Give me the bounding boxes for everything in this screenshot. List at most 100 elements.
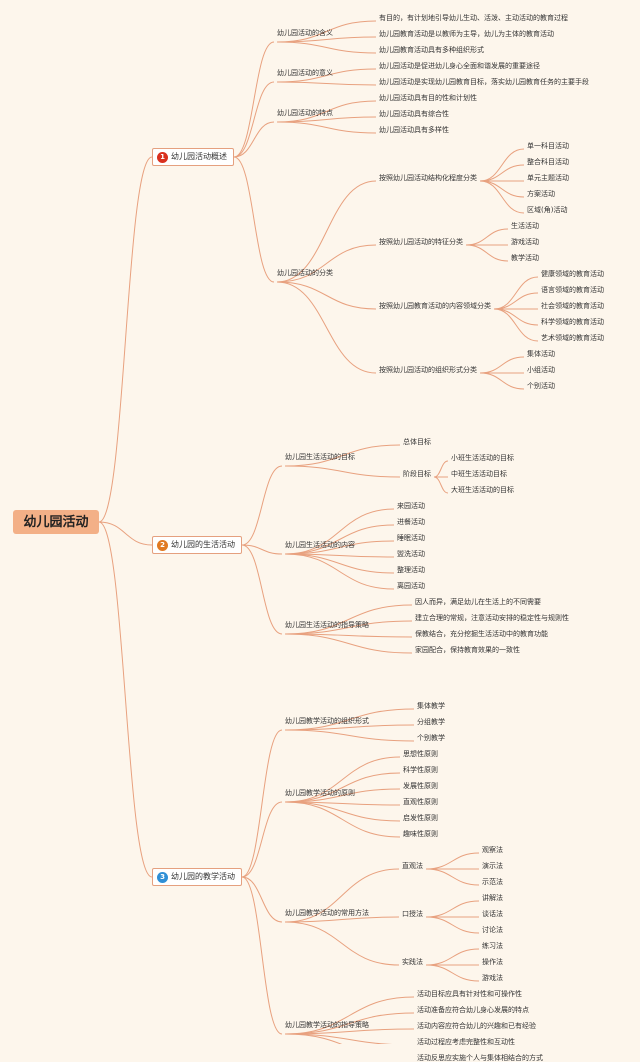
connector [276,20,377,43]
root-node[interactable]: 幼儿园活动 [13,510,99,534]
subtopic-node[interactable]: 幼儿园教学活动的指导策略 [285,1021,369,1029]
leaf-node[interactable]: 发展性原则 [403,782,438,790]
topic-node[interactable]: 按照幼儿园活动结构化程度分类 [379,174,477,182]
leaf-node[interactable]: 教学活动 [511,254,539,262]
connector [284,633,413,654]
leaf-node[interactable]: 离园活动 [397,582,425,590]
leaf-node[interactable]: 总体目标 [403,438,431,446]
leaf-node[interactable]: 观察法 [482,846,503,854]
connector [493,276,539,310]
leaf-node[interactable]: 集体活动 [527,350,555,358]
leaf-node[interactable]: 幼儿园活动具有多样性 [379,126,449,134]
leaf-node[interactable]: 分组教学 [417,718,445,726]
subtopic-node[interactable]: 幼儿园教学活动的原则 [285,789,355,797]
leaf-node[interactable]: 建立合理的常规，注意活动安排的稳定性与规则性 [415,614,569,622]
subtopic-node[interactable]: 幼儿园活动的特点 [277,109,333,117]
subtopic-node[interactable]: 幼儿园生活活动的内容 [285,541,355,549]
subtopic-node[interactable]: 幼儿园教学活动的常用方法 [285,909,369,917]
subtopic-node[interactable]: 幼儿园生活活动的指导策略 [285,621,369,629]
leaf-node[interactable]: 趣味性原则 [403,830,438,838]
leaf-node[interactable]: 幼儿园教育活动是以教师为主导，幼儿为主体的教育活动 [379,30,554,38]
leaf-node[interactable]: 科学性原则 [403,766,438,774]
leaf-node[interactable]: 幼儿园活动是实现幼儿园教育目标，落实幼儿园教育任务的主要手段 [379,78,589,86]
leaf-node[interactable]: 活动目标应具有针对性和可操作性 [417,990,522,998]
leaf-node[interactable]: 谈话法 [482,910,503,918]
leaf-node[interactable]: 启发性原则 [403,814,438,822]
leaf-node[interactable]: 幼儿园活动具有目的性和计划性 [379,94,477,102]
connector [241,544,283,555]
leaf-node[interactable]: 练习法 [482,942,503,950]
topic-node[interactable]: 按照幼儿园教育活动的内容领域分类 [379,302,491,310]
topic-node[interactable]: 按照幼儿园活动的特征分类 [379,238,463,246]
leaf-node[interactable]: 直观性原则 [403,798,438,806]
topic-node[interactable]: 实践法 [402,958,423,966]
leaf-node[interactable]: 家园配合，保持教育效果的一致性 [415,646,520,654]
leaf-node[interactable]: 操作法 [482,958,503,966]
leaf-node[interactable]: 示范法 [482,878,503,886]
leaf-node[interactable]: 生活活动 [511,222,539,230]
subtopic-node[interactable]: 幼儿园生活活动的目标 [285,453,355,461]
leaf-node[interactable]: 睡眠活动 [397,534,425,542]
leaf-node[interactable]: 来园活动 [397,502,425,510]
leaf-node[interactable]: 活动反思应实施个人与集体相结合的方式 [417,1054,543,1062]
leaf-node[interactable]: 活动内容应符合幼儿的兴趣和已有经验 [417,1022,536,1030]
connector [98,521,153,546]
connector [284,1033,415,1046]
leaf-node[interactable]: 幼儿园活动是促进幼儿身心全面和谐发展的重要途径 [379,62,540,70]
connector [493,308,539,342]
subtopic-node[interactable]: 幼儿园活动的意义 [277,69,333,77]
topic-node[interactable]: 阶段目标 [403,470,431,478]
leaf-node[interactable]: 幼儿园活动具有综合性 [379,110,449,118]
leaf-node[interactable]: 整合科目活动 [527,158,569,166]
leaf-node[interactable]: 整理活动 [397,566,425,574]
leaf-node[interactable]: 方案活动 [527,190,555,198]
leaf-node[interactable]: 语言领域的教育活动 [541,286,604,294]
leaf-node[interactable]: 单元主题活动 [527,174,569,182]
leaf-node[interactable]: 个别活动 [527,382,555,390]
leaf-node[interactable]: 游戏法 [482,974,503,982]
connector [284,729,415,742]
leaf-node[interactable]: 思想性原则 [403,750,438,758]
leaf-node[interactable]: 科学领域的教育活动 [541,318,604,326]
connector [479,164,525,182]
leaf-node[interactable]: 小组活动 [527,366,555,374]
leaf-node[interactable]: 中班生活活动目标 [451,470,507,478]
leaf-node[interactable]: 保教结合，充分挖掘生活活动中的教育功能 [415,630,548,638]
topic-node[interactable]: 口授法 [402,910,423,918]
leaf-node[interactable]: 社会领域的教育活动 [541,302,604,310]
leaf-node[interactable]: 大班生活活动的目标 [451,486,514,494]
leaf-node[interactable]: 单一科目活动 [527,142,569,150]
leaf-node[interactable]: 游戏活动 [511,238,539,246]
leaf-node[interactable]: 活动过程应考虑完整性和互动性 [417,1038,515,1046]
leaf-node[interactable]: 因人而异，满足幼儿在生活上的不同需要 [415,598,541,606]
connector [479,372,525,390]
leaf-node[interactable]: 进餐活动 [397,518,425,526]
leaf-node[interactable]: 有目的，有计划地引导幼儿生动、活泼、主动活动的教育过程 [379,14,568,22]
topic-node[interactable]: 按照幼儿园活动的组织形式分类 [379,366,477,374]
leaf-node[interactable]: 集体教学 [417,702,445,710]
leaf-node[interactable]: 活动准备应符合幼儿身心发展的特点 [417,1006,529,1014]
leaf-node[interactable]: 讲解法 [482,894,503,902]
connector [479,180,525,198]
leaf-node[interactable]: 盥洗活动 [397,550,425,558]
subtopic-node[interactable]: 幼儿园教学活动的组织形式 [285,717,369,725]
connector [479,148,525,182]
leaf-node[interactable]: 个别教学 [417,734,445,742]
leaf-node[interactable]: 区域(角)活动 [527,206,568,214]
topic-node[interactable]: 直观法 [402,862,423,870]
subtopic-node[interactable]: 幼儿园活动的含义 [277,29,333,37]
connector [276,281,377,310]
leaf-node[interactable]: 小班生活活动的目标 [451,454,514,462]
leaf-node[interactable]: 健康领域的教育活动 [541,270,604,278]
leaf-node[interactable]: 艺术领域的教育活动 [541,334,604,342]
subtopic-node[interactable]: 幼儿园活动的分类 [277,269,333,277]
connector [425,964,480,982]
leaf-node[interactable]: 幼儿园教育活动具有多种组织形式 [379,46,484,54]
leaf-node[interactable]: 讨论法 [482,926,503,934]
leaf-node[interactable]: 演示法 [482,862,503,870]
connector [479,180,525,214]
number-badge: 2 [157,539,168,551]
